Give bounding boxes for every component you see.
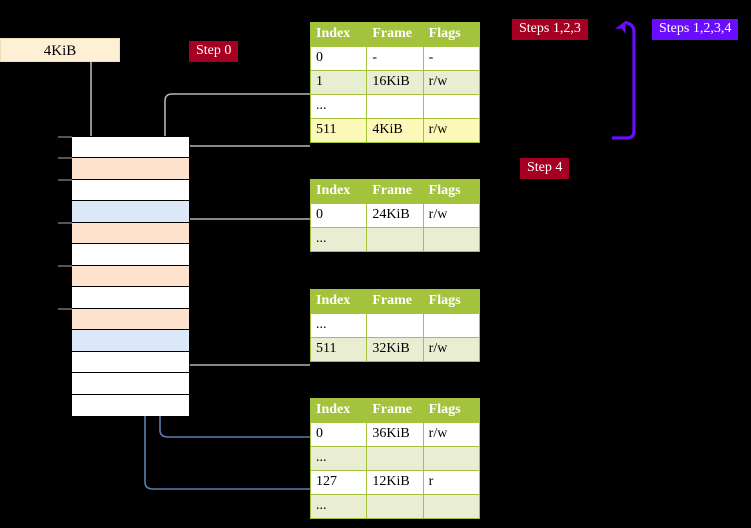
table-row: 0-- — [309, 46, 481, 71]
column-header-index: Index — [309, 179, 368, 204]
memory-frame-5 — [72, 244, 189, 266]
memory-tick-6 — [58, 264, 72, 267]
column-header-flags: Flags — [422, 22, 481, 47]
cell-flags — [422, 313, 481, 338]
table-row: ... — [309, 446, 481, 471]
memory-column — [71, 136, 190, 416]
cell-frame — [366, 94, 424, 119]
memory-tick-1 — [58, 157, 72, 160]
table-row: ... — [309, 94, 481, 119]
cell-flags: r/w — [422, 118, 481, 143]
memory-frame-0 — [72, 137, 189, 159]
cell-frame — [366, 227, 424, 252]
memory-frame-7 — [72, 287, 189, 309]
table-row: ... — [309, 313, 481, 338]
cell-flags: - — [422, 46, 481, 71]
memory-tick-2 — [58, 178, 72, 181]
column-header-frame: Frame — [366, 179, 424, 204]
cell-flags — [422, 227, 481, 252]
memory-frame-1 — [72, 158, 189, 180]
cell-index: 1 — [309, 70, 368, 95]
cell-index: ... — [309, 446, 368, 471]
cell-index: 127 — [309, 470, 368, 495]
cell-index: 511 — [309, 118, 368, 143]
memory-frame-12 — [72, 394, 189, 416]
column-header-flags: Flags — [422, 398, 481, 423]
cell-frame: 24KiB — [366, 203, 424, 228]
cell-flags: r — [422, 470, 481, 495]
size-label-4kib: 4KiB — [0, 38, 120, 62]
memory-frame-4 — [72, 222, 189, 245]
cell-flags — [422, 494, 481, 519]
cell-frame — [366, 494, 424, 519]
cell-index: ... — [309, 227, 368, 252]
memory-tick-8 — [58, 307, 72, 310]
cell-frame: 16KiB — [366, 70, 424, 95]
table-row: ... — [309, 494, 481, 519]
column-header-index: Index — [309, 398, 368, 423]
cell-flags — [422, 94, 481, 119]
column-header-index: Index — [309, 22, 368, 47]
cell-frame — [366, 446, 424, 471]
cell-flags: r/w — [422, 422, 481, 447]
memory-frame-11 — [72, 373, 189, 395]
column-header-index: Index — [309, 289, 368, 314]
cell-index: ... — [309, 94, 368, 119]
memory-frame-6 — [72, 265, 189, 288]
cell-index: 0 — [309, 46, 368, 71]
cell-frame — [366, 313, 424, 338]
memory-frame-2 — [72, 179, 189, 202]
cell-frame: 12KiB — [366, 470, 424, 495]
badge-step-4: Step 4 — [520, 158, 570, 179]
column-header-frame: Frame — [366, 398, 424, 423]
cell-flags: r/w — [422, 337, 481, 362]
cell-flags: r/w — [422, 70, 481, 95]
wire-table1-row511-to-memory — [176, 145, 310, 162]
wire-violet-bracket — [612, 20, 636, 140]
column-header-frame: Frame — [366, 289, 424, 314]
cell-index: 0 — [309, 203, 368, 228]
memory-tick-0 — [58, 136, 72, 138]
cell-frame: 32KiB — [366, 337, 424, 362]
cell-index: ... — [309, 494, 368, 519]
cell-frame: 36KiB — [366, 422, 424, 447]
column-header-flags: Flags — [422, 289, 481, 314]
table-row: ... — [309, 227, 481, 252]
cell-frame: 4KiB — [366, 118, 424, 143]
badge-steps-1-2-3: Steps 1,2,3 — [512, 19, 588, 40]
memory-frame-9 — [72, 330, 189, 352]
cell-flags — [422, 446, 481, 471]
cell-frame: - — [366, 46, 424, 71]
wire-table3-row511-to-memory — [170, 314, 310, 366]
memory-tick-4 — [58, 221, 72, 224]
memory-frame-10 — [72, 351, 189, 374]
cell-index: ... — [309, 313, 368, 338]
cell-flags: r/w — [422, 203, 481, 228]
cell-index: 511 — [309, 337, 368, 362]
wire-table2-row0-to-memory — [176, 218, 310, 269]
badge-steps-1-2-3-4: Steps 1,2,3,4 — [652, 19, 739, 40]
column-header-frame: Frame — [366, 22, 424, 47]
memory-frame-8 — [72, 308, 189, 331]
column-header-flags: Flags — [422, 179, 481, 204]
badge-step-0: Step 0 — [189, 41, 239, 62]
memory-frame-3 — [72, 201, 189, 223]
cell-index: 0 — [309, 422, 368, 447]
